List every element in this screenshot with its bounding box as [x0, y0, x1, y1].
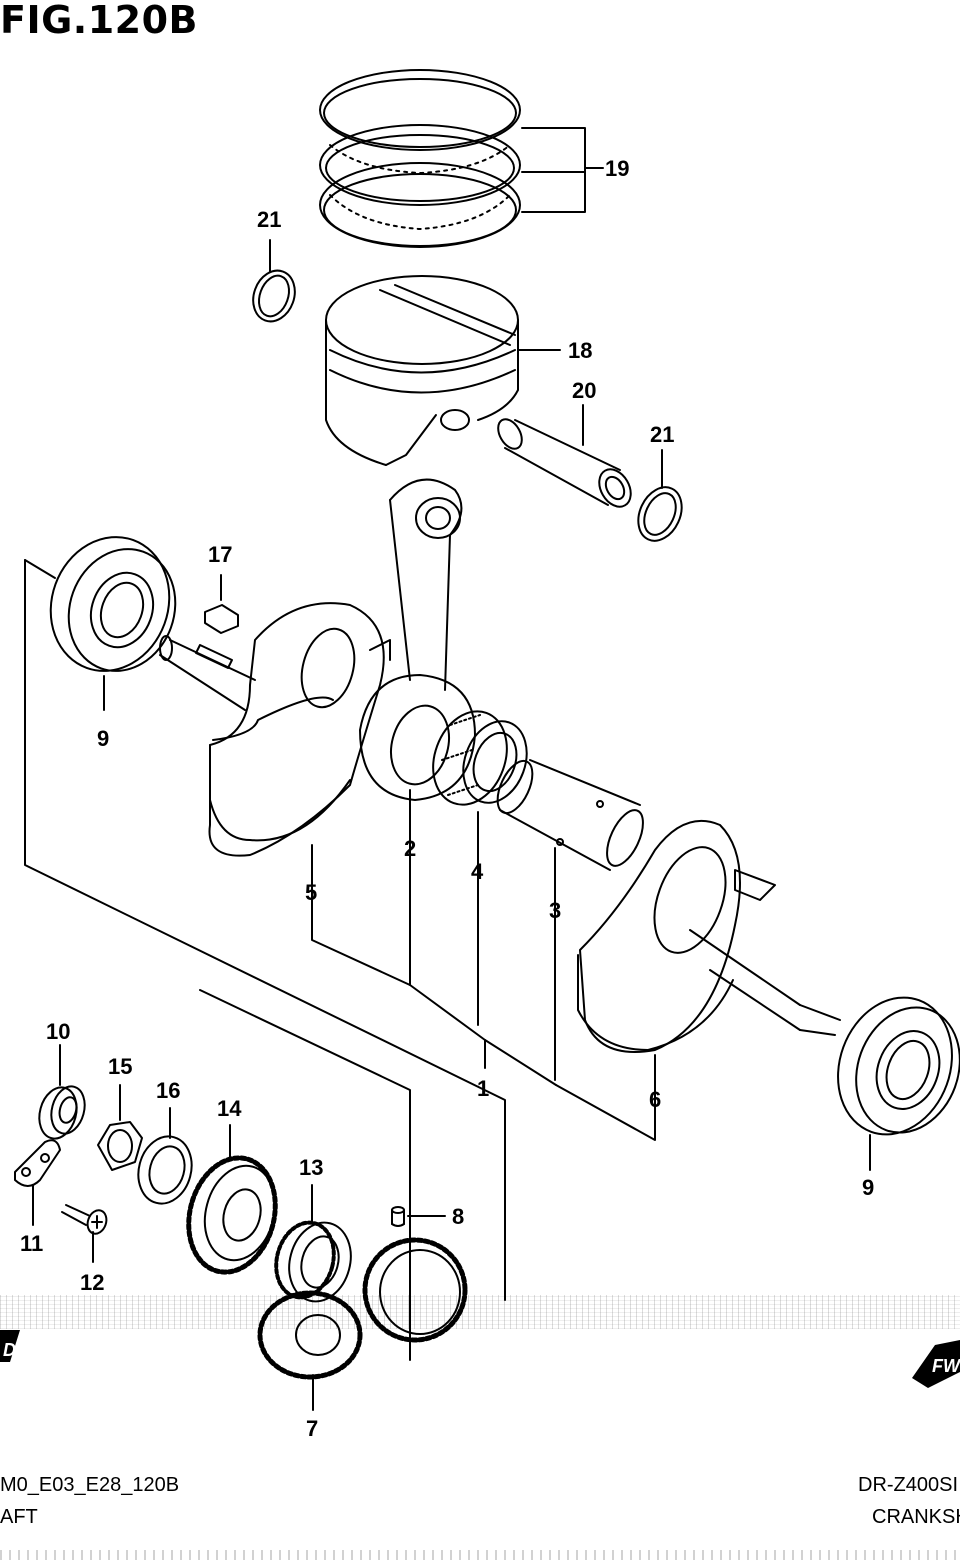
nut	[97, 1084, 143, 1171]
connecting-rod	[359, 478, 476, 986]
callout-7: 7	[306, 1416, 318, 1441]
svg-text:FW: FW	[932, 1356, 960, 1376]
piston-ring-set	[319, 69, 521, 248]
callout-8: 8	[452, 1204, 464, 1229]
svg-text:D: D	[3, 1340, 16, 1360]
callout-12: 12	[80, 1270, 104, 1295]
crank-pin	[496, 759, 644, 1081]
needle-bearing	[432, 710, 528, 1026]
callout-1: 1	[477, 1076, 489, 1101]
gear-13	[274, 1184, 352, 1303]
gear-7	[257, 1237, 468, 1411]
woodruff-key	[204, 574, 239, 634]
callout-10: 10	[46, 1019, 70, 1044]
washer	[137, 1107, 193, 1205]
bearing-left	[49, 536, 177, 711]
crankshaft-right	[555, 819, 841, 1141]
circlip-lower	[637, 449, 683, 542]
callout-21-lower: 21	[650, 422, 674, 447]
footer-model-code: M0_E03_E28_120B	[0, 1474, 180, 1496]
callout-15: 15	[108, 1054, 132, 1079]
leader-19	[521, 127, 604, 213]
scan-noise-bottom	[0, 1550, 960, 1560]
footer-model-name: DR-Z400SI	[858, 1474, 959, 1496]
footer-part-group: CRANKSHA	[872, 1506, 960, 1528]
footer-section-name: AFT	[0, 1506, 38, 1528]
callout-21-upper: 21	[257, 207, 281, 232]
crankshaft-left	[159, 602, 411, 986]
scan-noise-band	[0, 1295, 960, 1329]
callout-13: 13	[299, 1155, 323, 1180]
forward-arrow-icon-right: FW	[912, 1340, 960, 1388]
callout-5: 5	[305, 880, 317, 905]
piston-pin	[497, 404, 632, 508]
figure-title: FIG.120B	[0, 0, 199, 42]
callout-3: 3	[549, 898, 561, 923]
gear-14	[186, 1124, 278, 1275]
callout-18: 18	[568, 338, 592, 363]
callout-11: 11	[20, 1231, 43, 1256]
bearing-right	[837, 996, 960, 1171]
bushing	[38, 1044, 86, 1140]
callout-20: 20	[572, 378, 596, 403]
screw	[61, 1204, 108, 1263]
callout-9-right: 9	[862, 1175, 874, 1200]
retainer-plate	[14, 1139, 61, 1226]
callout-19: 19	[605, 156, 629, 181]
assembly-bracket	[24, 559, 557, 1361]
callout-4: 4	[471, 859, 484, 884]
dowel-pin	[391, 1206, 446, 1227]
callout-2: 2	[404, 836, 416, 861]
callout-16: 16	[156, 1078, 180, 1103]
circlip-upper	[252, 239, 296, 323]
forward-arrow-icon-left: D	[0, 1330, 20, 1362]
callout-labels: 19 21 18 20 21 17 9 2 4 5 3 10 15 1 16 6…	[20, 156, 874, 1441]
callout-14: 14	[217, 1096, 242, 1121]
piston	[325, 275, 519, 466]
callout-9-left: 9	[97, 726, 109, 751]
callout-17: 17	[208, 542, 232, 567]
callout-6: 6	[649, 1087, 661, 1112]
